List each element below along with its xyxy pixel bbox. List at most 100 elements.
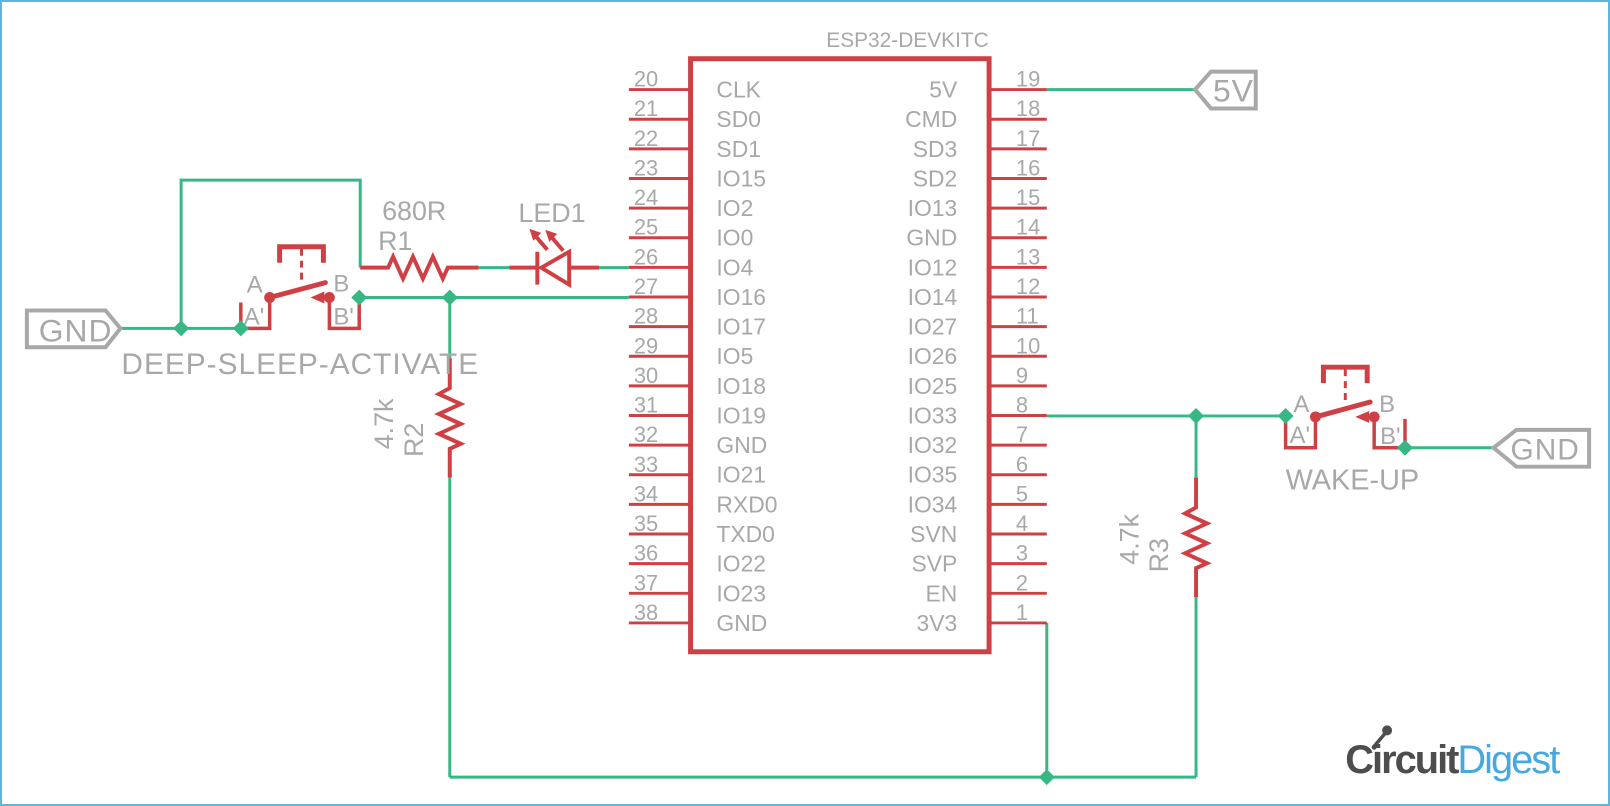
pin-name: IO23 (716, 580, 766, 606)
led-arrow-1-head (529, 228, 542, 241)
push-button-icon (277, 244, 326, 263)
led-arrow-2 (549, 235, 565, 253)
gnd-flag-left (24, 308, 123, 350)
logo-pin-icon-base (1371, 744, 1377, 750)
switch-wake-up-label: WAKE-UP (1286, 465, 1420, 497)
pin-name: IO5 (716, 343, 753, 369)
pin-number: 8 (1016, 393, 1028, 418)
pin-number: 32 (634, 422, 658, 447)
terminal-label-a: A (1294, 391, 1310, 418)
pin-name: IO14 (908, 284, 958, 310)
pin-number: 28 (634, 304, 658, 329)
pin-name: IO17 (716, 314, 766, 340)
pin-number: 27 (634, 274, 658, 299)
pin-name: IO35 (908, 462, 958, 488)
resistor-r1: 680R R1 (360, 196, 479, 284)
terminal-label-a: A (247, 272, 263, 299)
pin-name: IO2 (716, 195, 753, 221)
pin-name: IO16 (716, 284, 766, 310)
pin-number: 23 (634, 155, 658, 180)
pin-number: 21 (634, 96, 658, 121)
pin-number: 26 (634, 244, 658, 269)
pin-name: TXD0 (716, 521, 774, 547)
pin-name: IO18 (716, 373, 766, 399)
resistor-r1-symbol (360, 251, 479, 284)
pin-number: 37 (634, 570, 658, 595)
pin-name: CMD (905, 106, 957, 132)
pin-name: GND (906, 225, 957, 251)
led1: LED1 (509, 198, 600, 289)
pin-number: 1 (1016, 600, 1028, 625)
pin-number: 29 (634, 333, 658, 358)
terminal-label-a-prime: A' (1290, 422, 1310, 449)
pin-name: GND (716, 610, 767, 636)
pin-number: 12 (1016, 274, 1040, 299)
terminal-label-b: B (1379, 391, 1395, 418)
terminal-label-b: B (333, 271, 349, 298)
pin-number: 15 (1016, 185, 1040, 210)
led-arrow-1 (533, 234, 549, 252)
net-flags: GND 5V GND (24, 69, 1592, 469)
pin-number: 19 (1016, 67, 1040, 92)
pin-name: IO26 (908, 343, 958, 369)
resistor-r1-ref: R1 (378, 226, 412, 256)
pin-number: 38 (634, 600, 658, 625)
junction-dot (232, 320, 249, 337)
pin-number: 36 (634, 541, 658, 566)
pin-name: SVN (910, 521, 957, 547)
pin-number: 6 (1016, 452, 1028, 477)
led-arrow-2-head (545, 229, 558, 242)
terminal-box-a (239, 302, 272, 331)
pin-number: 14 (1016, 215, 1040, 240)
logo-text-digest: Digest (1457, 738, 1560, 782)
terminal-label-a-prime: A' (244, 303, 264, 330)
contact-arrow (310, 291, 325, 304)
pin-number: 31 (634, 393, 658, 418)
junction-dot (1038, 769, 1055, 786)
pin-number: 7 (1016, 422, 1028, 447)
pin-name: 3V3 (917, 610, 958, 636)
pin-name: IO21 (716, 462, 766, 488)
junction-dot (1188, 407, 1205, 424)
switch-wake-up: A A' B B' WAKE-UP (1283, 364, 1420, 497)
logo-text-circuit: Circuit (1345, 738, 1459, 782)
resistor-r2: 4.7k R2 (369, 358, 466, 478)
pin-number: 34 (634, 481, 658, 506)
pin-name: IO33 (908, 402, 958, 428)
pin-number: 3 (1016, 541, 1028, 566)
pin-number: 9 (1016, 363, 1028, 388)
resistor-r3-ref: R3 (1144, 538, 1174, 572)
pin-name: IO27 (908, 314, 958, 340)
pin-number: 22 (634, 126, 658, 151)
pin-name: IO25 (908, 373, 958, 399)
pin-name: IO34 (908, 491, 958, 517)
junction-dot (441, 289, 458, 306)
pin-number: 17 (1016, 126, 1040, 151)
resistor-r2-ref: R2 (399, 423, 429, 457)
pin-name: SD2 (913, 165, 958, 191)
switch-deep-sleep: A A' B B' DEEP-SLEEP-ACTIVATE (121, 244, 478, 381)
pin-name: IO32 (908, 432, 958, 458)
circuitdigest-logo: CircuitDigest (1345, 725, 1562, 782)
pin-name: 5V (929, 77, 958, 103)
pin-name: EN (925, 580, 957, 606)
wire-gnd-loop-to-r1 (179, 178, 362, 329)
pin-name: IO4 (716, 254, 753, 280)
gnd-flag-right-label: GND (1510, 434, 1579, 467)
pin-number: 24 (634, 185, 658, 210)
pin-number: 4 (1016, 511, 1028, 536)
terminal-label-b-prime: B' (333, 303, 353, 330)
logo-pin-icon-dot (1382, 725, 1393, 736)
switch-lever (1312, 399, 1373, 420)
resistor-r3-value: 4.7k (1114, 513, 1144, 564)
gnd-flag-right (1490, 427, 1592, 469)
terminal-dot-b (323, 292, 335, 303)
pin-name: IO0 (716, 225, 753, 251)
pin-number: 13 (1016, 244, 1040, 269)
resistor-r3-symbol (1180, 477, 1212, 598)
5v-flag (1192, 69, 1258, 111)
5v-flag-label: 5V (1213, 73, 1254, 109)
terminal-box-b (327, 299, 361, 331)
